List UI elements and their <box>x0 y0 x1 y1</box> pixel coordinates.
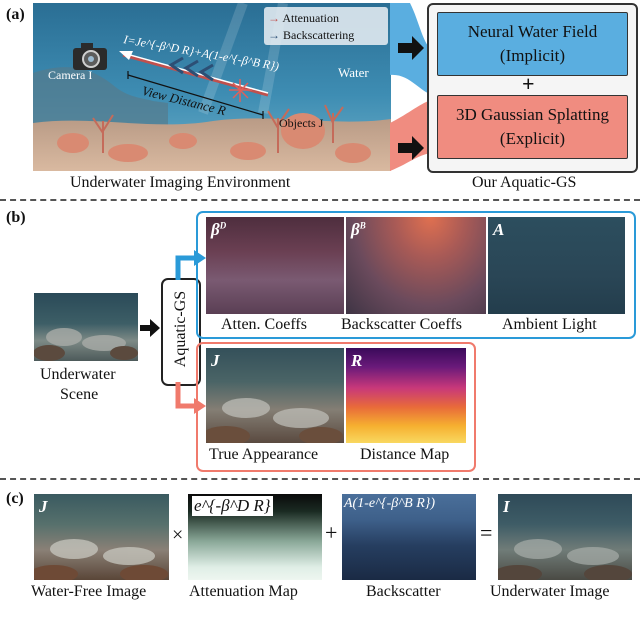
neural-water-field-box: Neural Water Field (Implicit) <box>437 12 628 76</box>
plus-operator: + <box>325 520 338 545</box>
distance-map-image: R <box>346 348 466 443</box>
gaussian-splatting-title: 3D Gaussian Splatting <box>456 105 609 124</box>
input-caption-1: Underwater <box>40 366 116 383</box>
legend-backscattering: → Backscattering <box>268 28 355 42</box>
backscatter-image: A(1-e^{-β^B R}) <box>342 494 476 580</box>
gaussian-splatting-subtitle: (Explicit) <box>499 129 566 148</box>
distance-map-caption: Distance Map <box>360 446 450 463</box>
attenuation-formula: e^{-β^D R} <box>192 496 273 516</box>
ambient-light-caption: Ambient Light <box>502 316 597 333</box>
camera-label: Camera I <box>48 68 93 82</box>
attenuation-coeffs-caption: Atten. Coeffs <box>221 316 307 333</box>
panel-c-label: (c) <box>6 490 24 507</box>
j-symbol-c: J <box>39 497 48 516</box>
beta-d-symbol: βD <box>211 220 227 239</box>
section-divider-2 <box>0 478 640 480</box>
plus-sign: + <box>522 71 535 96</box>
ambient-symbol: A <box>493 220 505 239</box>
underwater-image: I <box>498 494 632 580</box>
legend-attenuation: → Attenuation <box>268 11 339 25</box>
environment-caption: Underwater Imaging Environment <box>70 174 291 191</box>
backscatter-formula: A(1-e^{-β^B R}) <box>344 496 435 511</box>
water-free-caption: Water-Free Image <box>31 583 147 600</box>
neural-water-field-title: Neural Water Field <box>467 22 598 41</box>
attenuation-map-image: e^{-β^D R} <box>188 494 322 580</box>
blue-arrow-icon: → <box>268 28 280 42</box>
scene-outputs-frame <box>196 342 476 472</box>
r-symbol: R <box>351 351 363 370</box>
right-arrow-icon <box>398 36 424 60</box>
water-params-frame <box>196 211 636 339</box>
water-label: Water <box>338 65 369 80</box>
times-operator: × <box>172 524 184 546</box>
true-appearance-caption: True Appearance <box>209 446 319 463</box>
backscatter-coeffs-caption: Backscatter Coeffs <box>341 316 462 333</box>
true-appearance-image: J <box>206 348 344 443</box>
backscatter-coeffs-image: βB <box>346 217 486 314</box>
right-arrow-icon-2 <box>398 136 424 160</box>
camera-icon <box>73 43 107 70</box>
j-symbol: J <box>211 351 220 370</box>
neural-water-field-subtitle: (Implicit) <box>499 46 566 65</box>
backscatter-caption: Backscatter <box>366 583 441 600</box>
gaussian-splatting-box: 3D Gaussian Splatting (Explicit) <box>437 95 628 159</box>
equals-operator: = <box>480 520 493 545</box>
water-free-image: J <box>34 494 169 580</box>
panel-a-label: (a) <box>6 6 25 23</box>
red-arrow-icon: → <box>268 11 280 25</box>
aquatic-gs-frame: Neural Water Field (Implicit) + 3D Gauss… <box>427 3 638 173</box>
legend-box: → Attenuation → Backscattering <box>264 7 388 45</box>
input-scene-image <box>34 293 138 361</box>
attenuation-coeffs-image: βD <box>206 217 344 314</box>
panel-b-label: (b) <box>6 209 26 226</box>
underwater-image-caption: Underwater Image <box>490 583 610 600</box>
section-divider-1 <box>0 199 640 201</box>
i-symbol: I <box>503 497 510 516</box>
beta-b-symbol: βB <box>351 220 366 239</box>
attenuation-map-caption: Attenuation Map <box>189 583 298 600</box>
input-caption-2: Scene <box>60 386 99 403</box>
ribbon-connector <box>390 3 434 173</box>
to-model-arrow-icon <box>140 318 162 343</box>
ours-caption: Our Aquatic-GS <box>472 174 577 191</box>
objects-label: Objects J <box>279 116 324 130</box>
ambient-light-image: A <box>488 217 625 314</box>
